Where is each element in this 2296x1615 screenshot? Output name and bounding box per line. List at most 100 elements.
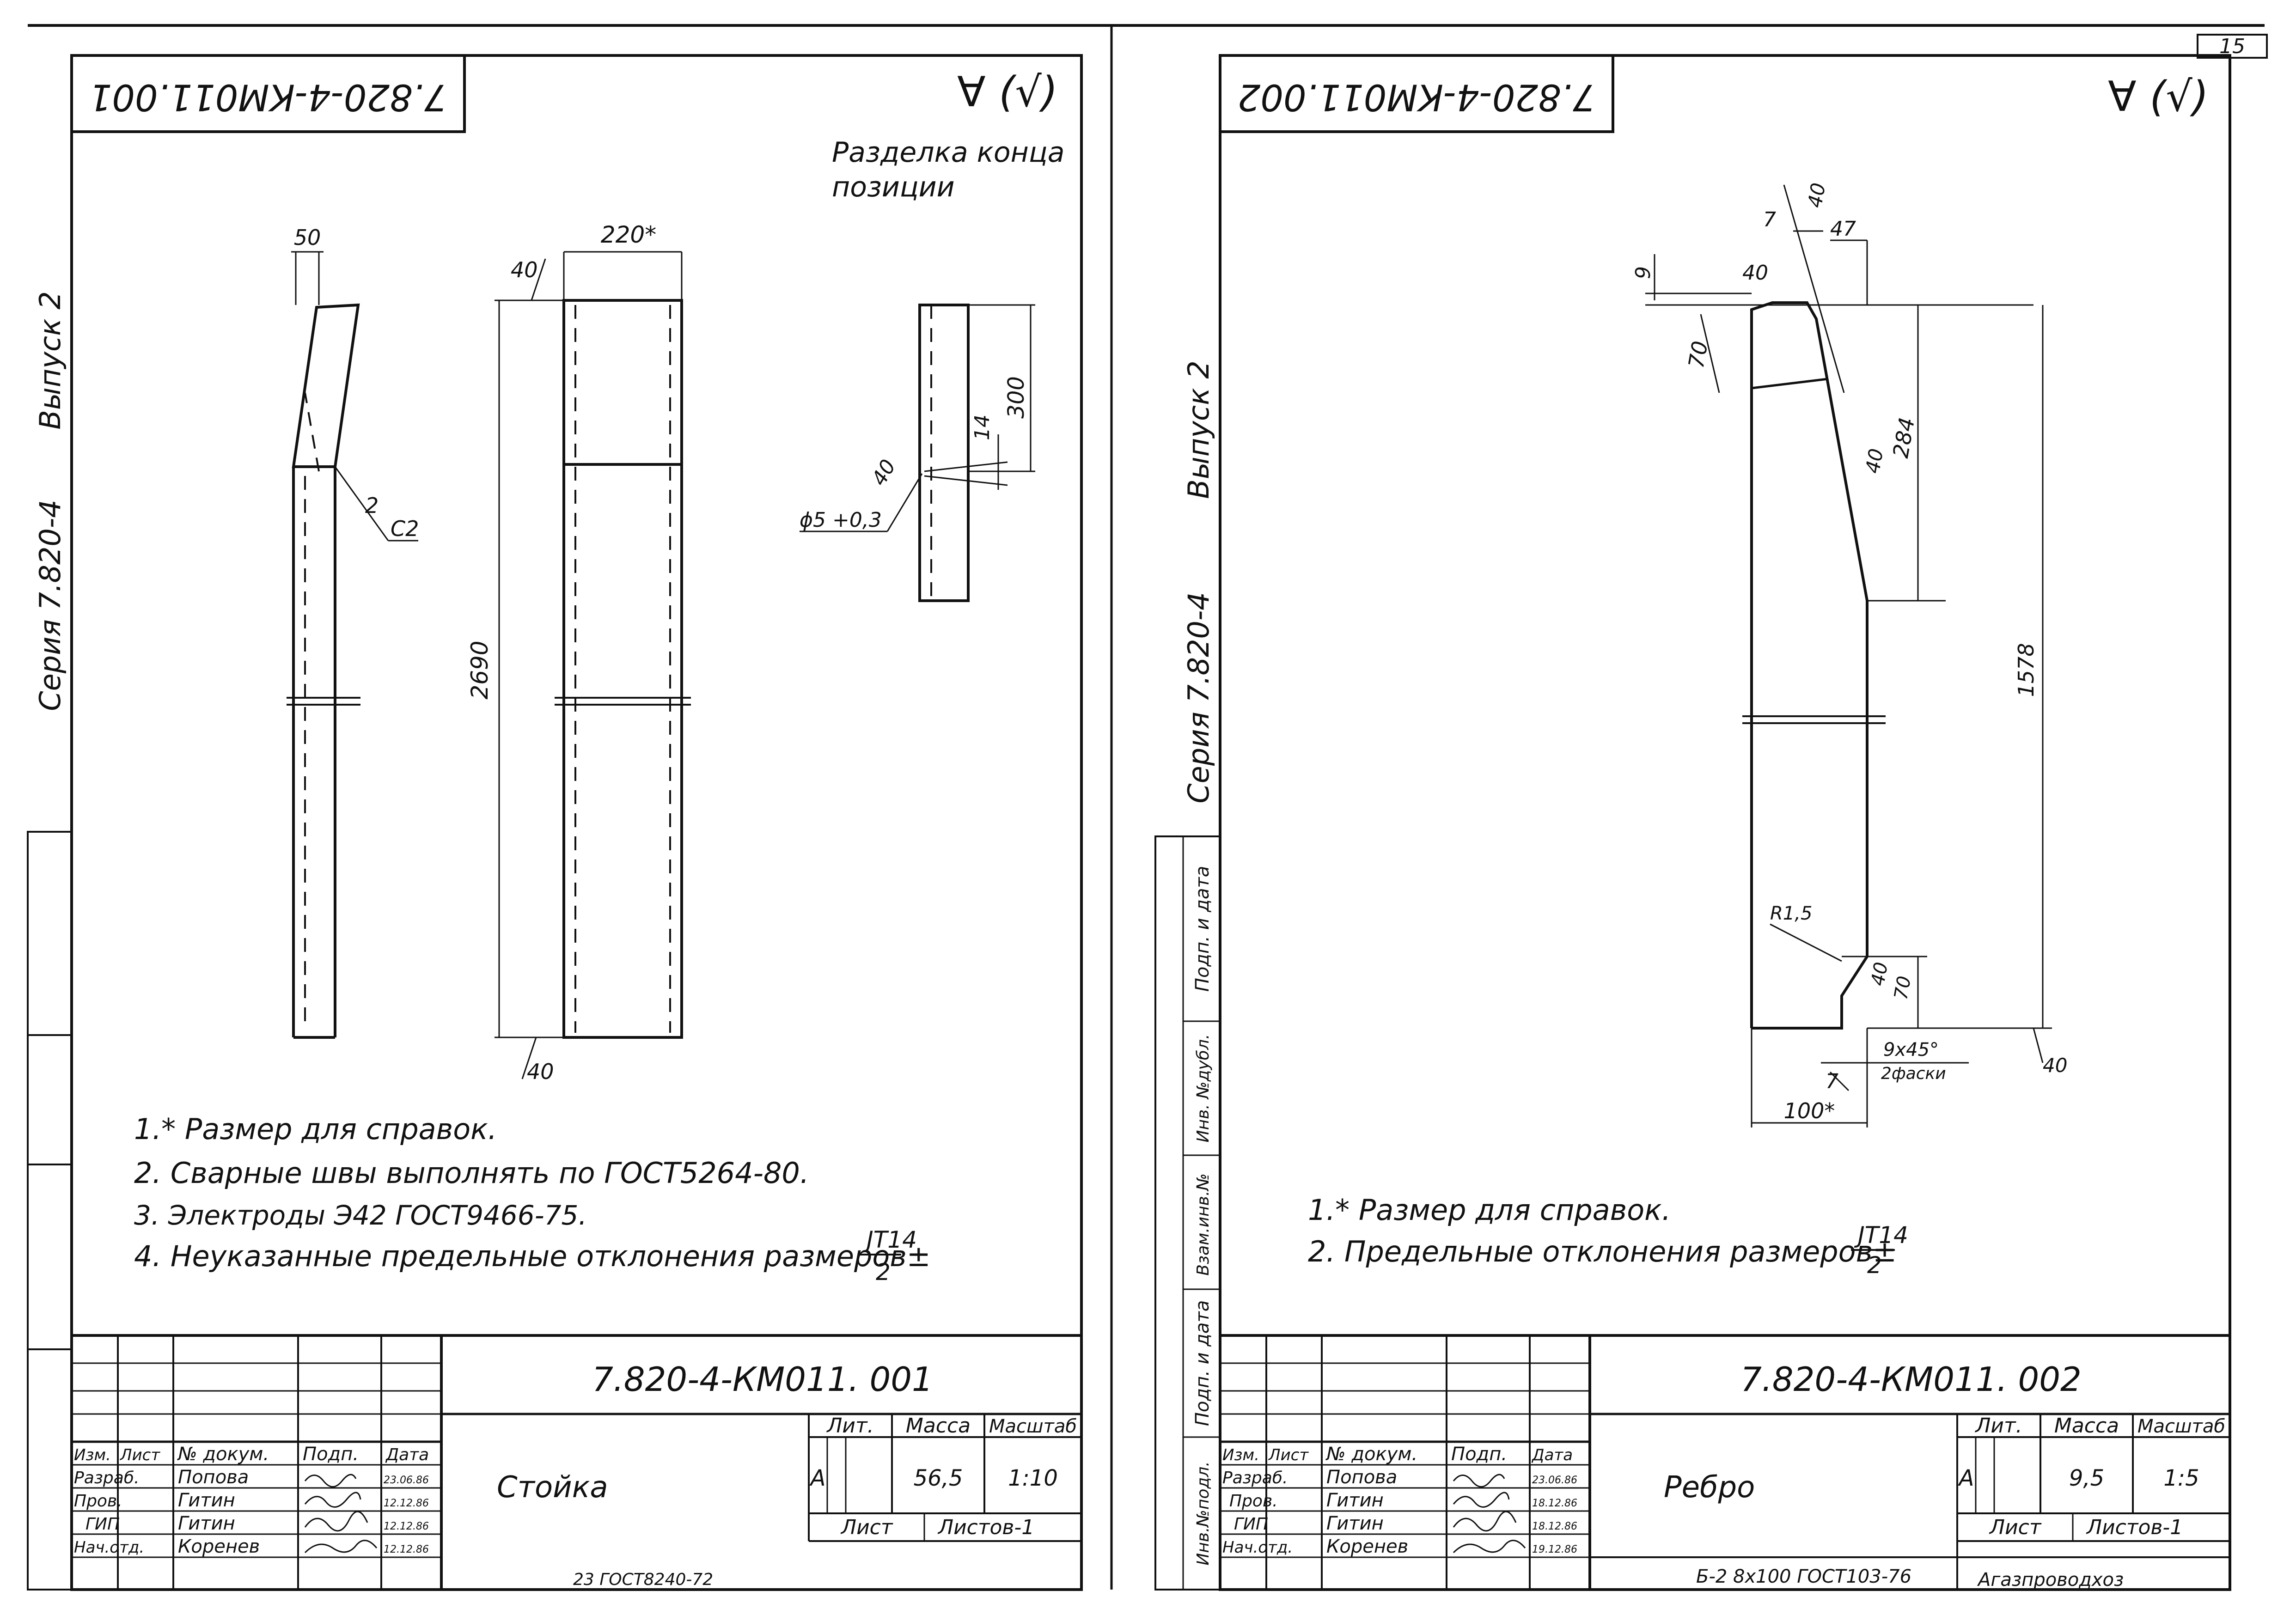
rib-dim-70: 70 [1684,339,1713,370]
left-hdr-list: Лист [119,1446,160,1464]
left-side-issue: Выпуск 2 [33,291,67,429]
right-side-label-2: Взам.инв.№ [1194,1173,1213,1276]
rib-dim-7: 7 [1763,208,1776,232]
dim-hole: ϕ5 +0,3 [800,508,882,532]
right-sheet: 15 7.820-4-КМ011.002 ∀ (√) Серия 7.820-4… [1154,34,2268,1591]
rib-dim-7-low: 7 [1826,1070,1838,1093]
right-note-1: 1.* Размер для справок. [1308,1193,1671,1227]
rib-dim-40-low: 40 [1867,961,1892,987]
right-row-name-2: Гитин [1326,1490,1384,1511]
rib-dim-9: 9 [1631,266,1655,279]
left-lit-value: А [809,1465,826,1491]
right-material: Б-2 8x100 ГОСТ103-76 [1696,1566,1911,1587]
left-row-role-4: Нач.отд. [74,1538,144,1557]
right-tolerance-num: ЈТ14 [1854,1222,1908,1249]
left-hdr-date: Дата [385,1445,429,1464]
post-face-view: 220* 2690 40 40 [466,221,691,1084]
right-sheets-label: Листов-1 [2086,1516,2183,1539]
left-row-name-4: Коренев [178,1536,260,1557]
left-stamp-code: 7.820-4-КМ011.001 [89,76,447,118]
left-signature-2 [304,1492,361,1508]
right-mass-value: 9,5 [2069,1465,2104,1491]
left-signature-4 [304,1540,378,1554]
right-hdr-doc: № докум. [1325,1444,1417,1465]
left-mass-value: 56,5 [914,1465,963,1491]
left-row-date-2: 12.12.86 [384,1498,429,1509]
dim-40-bottom: 40 [527,1059,554,1084]
rib-dim-100: 100* [1784,1098,1835,1123]
right-row-role-1: Разраб. [1222,1469,1288,1487]
left-row-role-2: Пров. [74,1492,122,1511]
dim-2: 2 [365,493,379,518]
left-row-role-3: ГИП [85,1515,120,1534]
right-scale-value: 1:5 [2163,1465,2199,1491]
left-row-name-2: Гитин [178,1490,235,1511]
rib-dim-chamfers: 2фаски [1881,1064,1946,1083]
right-lit-value: А [1958,1465,1974,1491]
left-notes: 1.* Размер для справок. 2. Сварные швы в… [134,1112,931,1286]
left-side-series: Серия 7.820-4 [33,500,67,711]
rib-dim-40-corner: 40 [1742,261,1768,285]
left-title-block: 7.820-4-КМ011. 001 Стойка Лит. Масса Мас… [72,1334,1081,1590]
right-side-label-3: Инв. №дубл. [1194,1034,1213,1143]
left-roughness-mark: ∀ (√) [957,68,1058,116]
dim-300: 300 [1003,376,1029,419]
right-row-date-1: 23.06.86 [1532,1475,1577,1486]
left-note-2: 2. Сварные швы выполнять по ГОСТ5264-80. [134,1156,809,1190]
dim-c2: C2 [391,516,419,541]
left-side-stamp-column [27,831,73,1591]
right-row-name-1: Попова [1326,1467,1397,1488]
left-hdr-doc: № докум. [177,1444,269,1465]
right-signature-4 [1453,1540,1526,1554]
right-hdr-izm: Изм. [1222,1446,1259,1464]
right-side-label-5: Инв.№подл. [1194,1461,1213,1565]
rib-view: 40 7 47 9 40 70 284 40 1578 R1,5 40 70 9… [1631,181,2067,1127]
right-row-name-4: Коренев [1326,1536,1408,1557]
rib-dim-r15: R1,5 [1770,903,1812,924]
dim-40-top: 40 [511,257,538,282]
page-number: 15 [2219,35,2245,58]
left-row-date-4: 12.12.86 [384,1544,429,1555]
right-title-block: 7.820-4-КМ011. 002 Ребро Лит. Масса Масш… [1220,1334,2230,1591]
right-part-name: Ребро [1664,1470,1755,1505]
left-note-3: 3. Электроды Э42 ГОСТ9466-75. [134,1200,587,1231]
right-sheet-border [1219,54,2231,1591]
right-scale-label: Масштаб [2137,1416,2225,1437]
left-signature-3 [304,1511,368,1532]
page-number-box [2197,34,2268,59]
left-stamp-box [70,54,466,133]
right-note-2: 2. Предельные отклонения размеров± [1308,1235,1897,1268]
left-signature-1 [304,1474,357,1487]
right-notes: 1.* Размер для справок. 2. Предельные от… [1308,1193,1908,1279]
right-side-stamp-column [1154,835,1221,1591]
right-hdr-list: Лист [1268,1446,1309,1464]
left-note-1: 1.* Размер для справок. [134,1112,497,1146]
left-row-date-1: 23.06.86 [384,1475,429,1486]
right-signature-3 [1453,1511,1517,1532]
rib-dim-284: 284 [1888,415,1919,460]
right-side-issue: Выпуск 2 [1182,360,1215,499]
right-row-role-2: Пров. [1229,1492,1278,1511]
rib-dim-40-mid: 40 [1861,447,1888,475]
right-material-grade: Агазпроводхоз [1977,1569,2124,1591]
detail-caption-2: позиции [832,171,955,203]
right-doc-code: 7.820-4-КМ011. 002 [1740,1360,2082,1399]
rib-dim-40-bottom: 40 [2043,1054,2067,1077]
left-row-name-3: Гитин [178,1513,235,1534]
dim-14: 14 [971,414,994,440]
left-note-4: 4. Неуказанные предельные отклонения раз… [134,1239,931,1273]
rib-dim-47: 47 [1830,217,1856,241]
right-tolerance-den: 2 [1867,1252,1882,1279]
left-row-role-1: Разраб. [74,1469,139,1487]
rib-dim-1578: 1578 [2014,643,2039,697]
left-tolerance-num: ЈТ14 [862,1226,917,1253]
rib-dim-9x45: 9x45° [1883,1039,1939,1060]
left-scale-label: Масштаб [989,1416,1077,1437]
left-sheet-label: Лист [840,1516,893,1539]
left-doc-code: 7.820-4-КМ011. 001 [592,1360,933,1399]
end-detail-view: 300 14 40 ϕ5 +0,3 [800,304,1035,602]
left-sheets-label: Листов-1 [937,1516,1034,1539]
left-hdr-izm: Изм. [74,1446,111,1464]
rib-dim-70-low: 70 [1890,975,1915,1001]
